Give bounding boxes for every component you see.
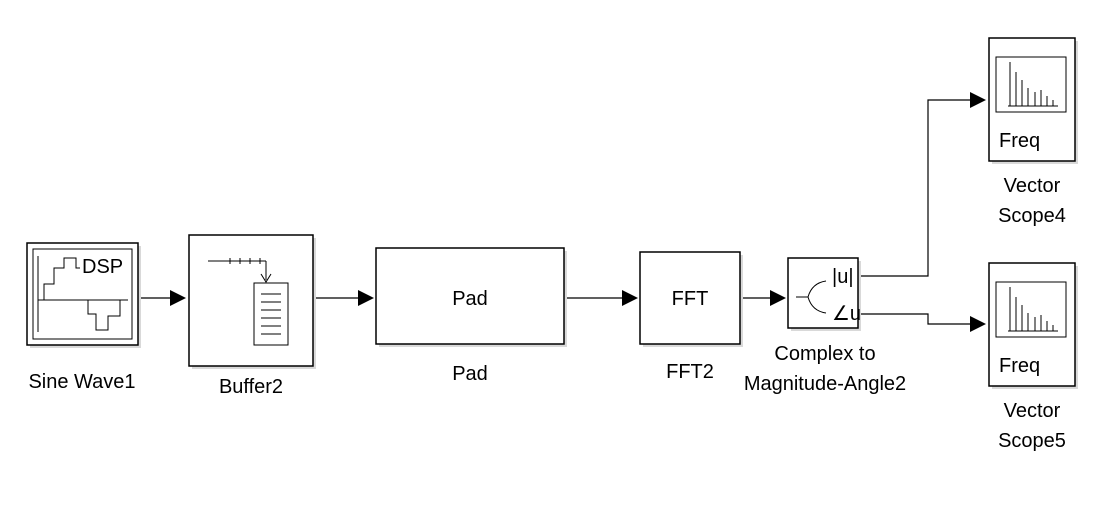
signal-lines xyxy=(138,92,986,332)
sine-wave-block[interactable]: DSP Sine Wave1 xyxy=(26,242,141,393)
scope5-label-line1: Vector xyxy=(1004,400,1061,422)
arrow-fft-to-complex xyxy=(770,290,786,306)
spectrum-bars-icon xyxy=(995,281,1067,338)
scope4-label-line1: Vector xyxy=(1004,175,1061,197)
buffer-label: Buffer2 xyxy=(219,376,283,398)
arrow-buffer-to-pad xyxy=(358,290,374,306)
sine-wave-inner-frame xyxy=(32,248,133,340)
sine-wave-icon-text: DSP xyxy=(82,256,123,278)
split-fork-icon xyxy=(796,280,827,314)
sine-wave-label: Sine Wave1 xyxy=(28,371,135,393)
arrow-pad-to-fft xyxy=(622,290,638,306)
pad-block[interactable]: Pad Pad xyxy=(375,247,567,385)
complex-to-mag-body[interactable] xyxy=(787,257,859,329)
scope4-label-line2: Scope4 xyxy=(998,205,1066,227)
fft-block[interactable]: FFT FFT2 xyxy=(639,251,743,383)
spectrum-bars-icon xyxy=(995,56,1067,113)
wire-mag-to-scope4[interactable] xyxy=(860,99,972,277)
scope5-label-line2: Scope5 xyxy=(998,430,1066,452)
pad-icon-text: Pad xyxy=(452,288,488,310)
fft-label: FFT2 xyxy=(666,361,714,383)
scope5-body[interactable] xyxy=(988,262,1076,387)
scope4-icon-text: Freq xyxy=(999,130,1040,152)
fft-icon-text: FFT xyxy=(672,288,709,310)
staircase-sine-icon xyxy=(37,256,128,332)
pad-label: Pad xyxy=(452,363,488,385)
complex-to-mag-label-line2: Magnitude-Angle2 xyxy=(744,373,906,395)
sine-wave-body[interactable] xyxy=(26,242,139,346)
pad-body[interactable] xyxy=(375,247,565,345)
vector-scope4-block[interactable]: Freq Vector Scope4 xyxy=(988,37,1078,227)
wire-angle-to-scope5[interactable] xyxy=(860,313,972,325)
arrow-angle-to-scope5 xyxy=(970,316,986,332)
scope5-icon-text: Freq xyxy=(999,355,1040,377)
fft-body[interactable] xyxy=(639,251,741,345)
complex-to-magnitude-angle-block[interactable]: |u| ∠u Complex to Magnitude-Angle2 xyxy=(744,257,906,395)
vector-scope5-block[interactable]: Freq Vector Scope5 xyxy=(988,262,1078,452)
buffer-icon xyxy=(208,258,289,346)
scope4-body[interactable] xyxy=(988,37,1076,162)
arrow-sine-to-buffer xyxy=(170,290,186,306)
complex-to-mag-label-line1: Complex to xyxy=(774,343,875,365)
buffer-body[interactable] xyxy=(188,234,314,367)
arrow-mag-to-scope4 xyxy=(970,92,986,108)
magnitude-port-label: |u| xyxy=(832,266,854,288)
buffer-block[interactable]: Buffer2 xyxy=(188,234,316,398)
angle-port-label: ∠u xyxy=(832,303,861,325)
